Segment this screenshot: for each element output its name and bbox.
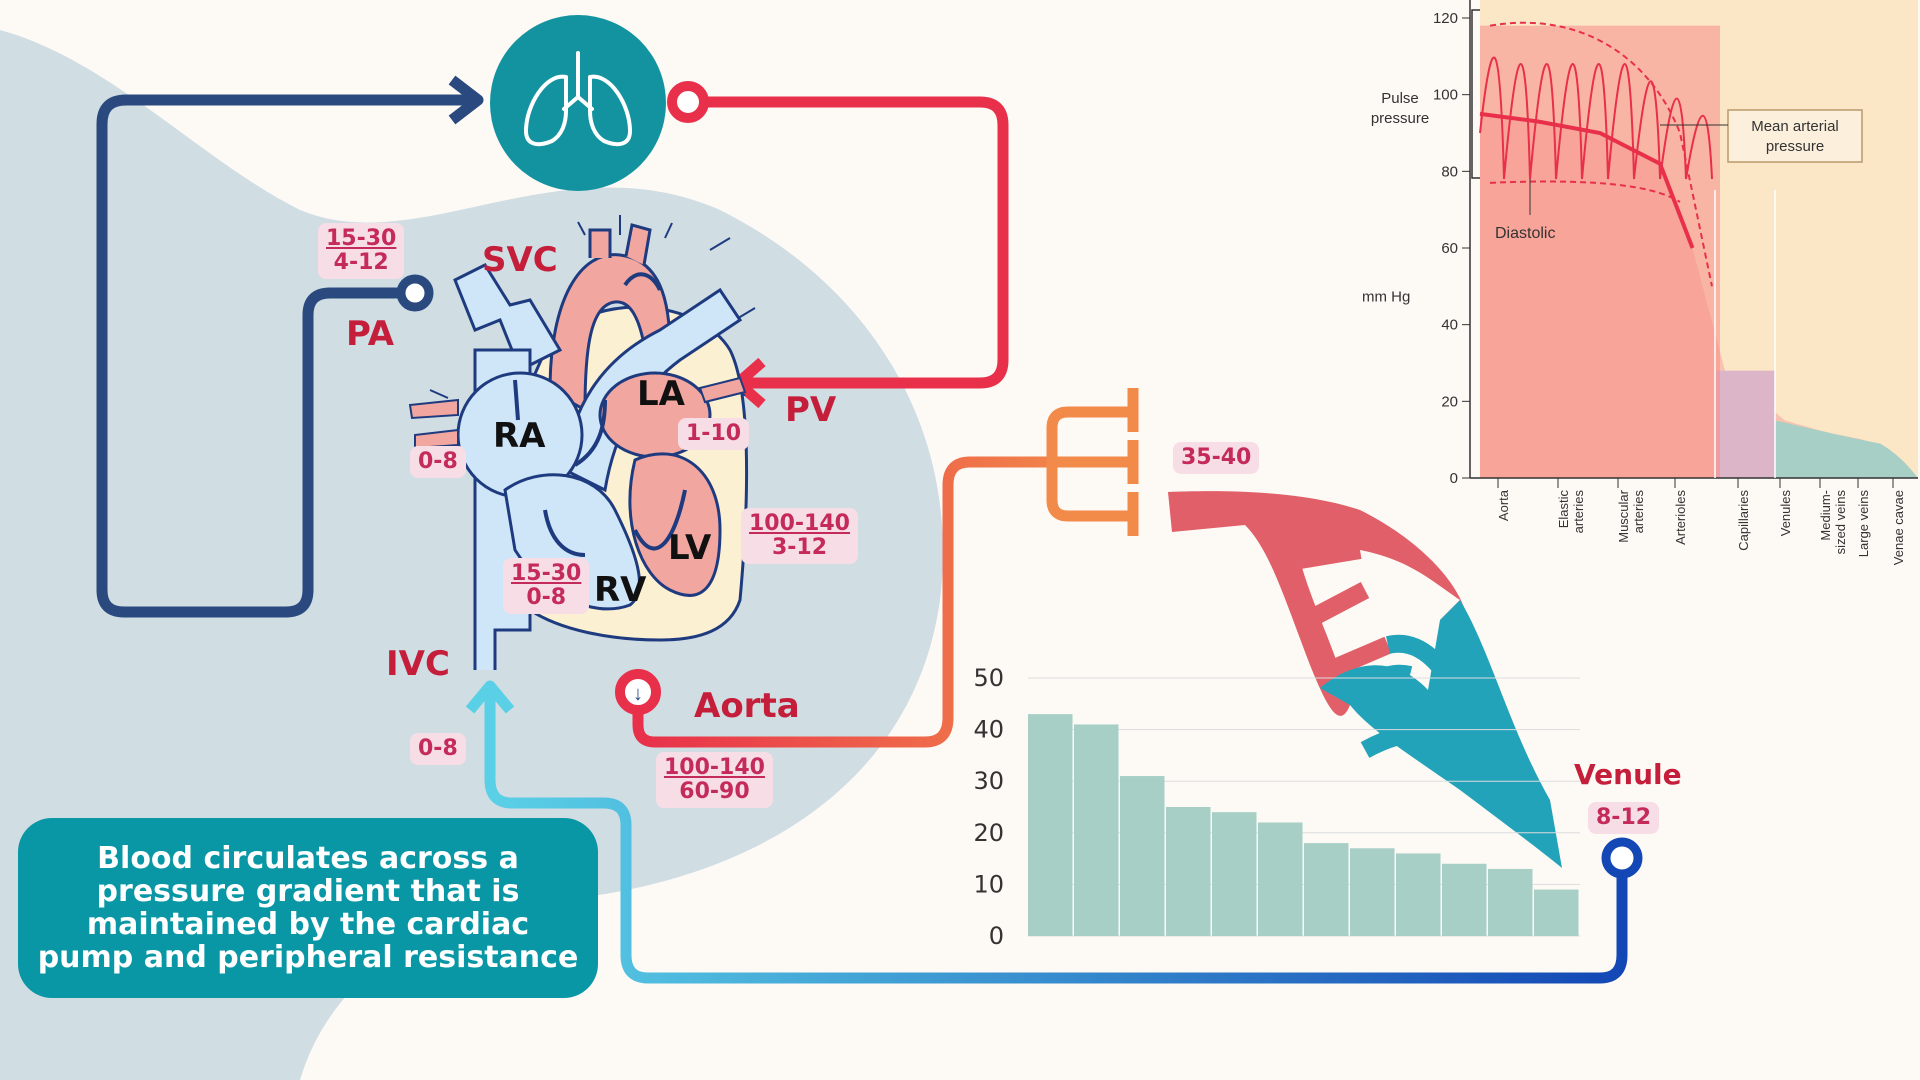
- x-category-label: sized veins: [1833, 490, 1848, 555]
- x-category-label: Aorta: [1496, 489, 1511, 521]
- bar: [1074, 724, 1119, 936]
- label-venule: Venule: [1574, 758, 1682, 791]
- y-axis-label: mm Hg: [1362, 289, 1410, 306]
- x-category-label: Muscular: [1616, 489, 1631, 542]
- y-tick-label: 80: [1441, 163, 1458, 180]
- y-tick-label: 60: [1441, 240, 1458, 257]
- x-category-label: Venules: [1778, 490, 1793, 537]
- pulse-wave: [1479, 56, 1713, 180]
- y-tick-label: 40: [973, 716, 1004, 744]
- svg-text:↓: ↓: [633, 683, 643, 705]
- venule-ring-icon: [1601, 837, 1643, 879]
- arrow-to-lungs-icon: [448, 75, 484, 125]
- bar: [1442, 863, 1487, 936]
- pressure-ivc: 0-8: [410, 733, 466, 765]
- bar: [1304, 843, 1349, 936]
- bar: [1212, 812, 1257, 936]
- x-category-label: arteries: [1631, 490, 1646, 534]
- bar: [1396, 853, 1441, 936]
- label-aorta: Aorta: [694, 686, 800, 726]
- y-tick-label: 30: [973, 767, 1004, 795]
- lungs-icon: [524, 51, 632, 147]
- pressure-la: 1-10: [678, 418, 750, 450]
- label-pv: PV: [785, 390, 837, 430]
- label-ivc: IVC: [386, 644, 450, 684]
- chamber-rv: RV: [594, 570, 647, 610]
- bar-chart: 0 10 20 30 40 50: [973, 664, 1580, 950]
- lungs-node: [490, 15, 666, 191]
- y-tick-label: 40: [1441, 317, 1458, 334]
- label-svc: SVC: [482, 240, 558, 280]
- pressure-venule: 8-12: [1588, 802, 1660, 834]
- y-tick-label: 20: [973, 819, 1004, 847]
- mean-pressure-line: [1479, 111, 1695, 249]
- annotation-mean-arterial: pressure: [1766, 138, 1824, 155]
- chamber-ra: RA: [493, 416, 546, 456]
- pv-ring-icon: [667, 81, 709, 123]
- y-tick-label: 20: [1441, 393, 1458, 410]
- pa-ring-icon: [396, 274, 434, 312]
- pulmonary-vein-path: [688, 96, 1009, 389]
- y-tick-label: 0: [989, 922, 1004, 950]
- x-category-label: arteries: [1571, 490, 1586, 534]
- diastolic-envelope: [1489, 180, 1681, 203]
- arteriole-fork: [1046, 406, 1133, 522]
- bar: [1166, 807, 1211, 936]
- capillary-bed: [1168, 491, 1562, 868]
- y-tick-label: 0: [1450, 470, 1458, 487]
- summary-callout: Blood circulates across a pressure gradi…: [18, 818, 598, 998]
- y-tick-label: 50: [973, 664, 1004, 692]
- x-category-label: Elastic: [1556, 490, 1571, 529]
- vena-cava: [453, 263, 563, 373]
- pulmonary-artery-path: [96, 94, 470, 618]
- bar: [1534, 889, 1579, 936]
- y-tick-label: 100: [1433, 87, 1458, 104]
- pressure-ra: 0-8: [410, 446, 466, 478]
- capillary-area: [1715, 370, 1775, 478]
- bar: [1350, 848, 1395, 936]
- arrow-to-ivc-icon: [465, 680, 515, 714]
- bar: [1028, 714, 1073, 936]
- x-category-label: Large veins: [1856, 490, 1871, 558]
- pulse-region: [1480, 25, 1720, 479]
- venous-area: [1775, 420, 1918, 478]
- y-tick-label: 10: [973, 870, 1004, 898]
- annotation-mean-arterial: Mean arterial: [1751, 118, 1839, 135]
- label-pa: PA: [346, 314, 395, 354]
- x-category-label: Arterioles: [1673, 490, 1688, 545]
- y-tick-label: 120: [1433, 10, 1458, 27]
- chamber-la: LA: [637, 374, 685, 414]
- bar: [1488, 868, 1533, 936]
- chamber-lv: LV: [668, 528, 712, 568]
- bar: [1258, 822, 1303, 936]
- x-category-label: Capillaries: [1736, 490, 1751, 551]
- annotation-diastolic: Diastolic: [1495, 225, 1555, 242]
- pressure-arteriole: 35-40: [1173, 442, 1260, 474]
- systolic-envelope: [1489, 21, 1713, 287]
- x-category-label: Venae cavae: [1891, 490, 1906, 565]
- bar: [1120, 776, 1165, 936]
- x-category-label: Medium-: [1818, 490, 1833, 541]
- annotation-pulse-pressure: pressure: [1371, 110, 1429, 127]
- aorta-path: [632, 456, 1090, 748]
- annotation-pulse-pressure: Pulse: [1381, 90, 1419, 107]
- aorta-ring-icon: [615, 669, 661, 715]
- venous-return-path: [484, 690, 1628, 984]
- pulse-bracket: [1471, 9, 1480, 179]
- mean-arterial-box: [1727, 109, 1863, 163]
